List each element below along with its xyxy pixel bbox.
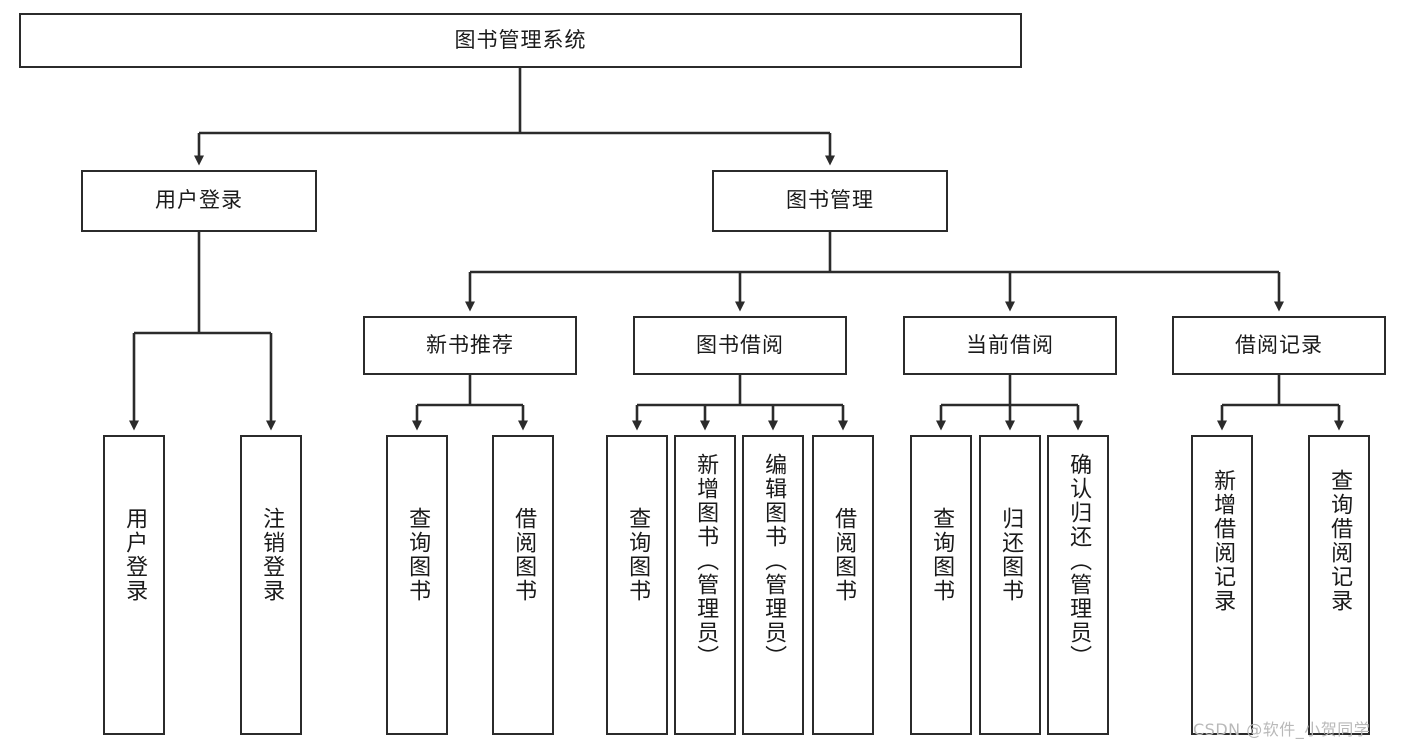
node-new-book-recommend-label: 新书推荐	[426, 332, 514, 357]
node-current-borrow[interactable]: 当前借阅	[903, 316, 1117, 375]
leaf-logout-login[interactable]: 注销登录	[240, 435, 302, 735]
leaf-user-login-label: 用户登录	[122, 507, 148, 603]
leaf-add-book[interactable]: 新增图书（管理员）	[674, 435, 736, 735]
node-root[interactable]: 图书管理系统	[19, 13, 1022, 68]
node-borrow-record-label: 借阅记录	[1235, 332, 1323, 357]
leaf-query-book-3-label: 查询图书	[929, 507, 955, 603]
leaf-user-login[interactable]: 用户登录	[103, 435, 165, 735]
leaf-add-record[interactable]: 新增借阅记录	[1191, 435, 1253, 735]
leaf-query-book-1-label: 查询图书	[405, 507, 431, 603]
leaf-borrow-book-1-label: 借阅图书	[511, 507, 537, 603]
csdn-watermark: CSDN @软件_小贺同学	[1193, 720, 1371, 739]
leaf-query-record[interactable]: 查询借阅记录	[1308, 435, 1370, 735]
leaf-logout-login-label: 注销登录	[259, 507, 285, 603]
node-book-manage[interactable]: 图书管理	[712, 170, 948, 232]
node-root-label: 图书管理系统	[454, 27, 587, 52]
node-new-book-recommend[interactable]: 新书推荐	[363, 316, 577, 375]
node-book-borrow[interactable]: 图书借阅	[633, 316, 847, 375]
node-borrow-record[interactable]: 借阅记录	[1172, 316, 1386, 375]
leaf-borrow-book-1[interactable]: 借阅图书	[492, 435, 554, 735]
node-current-borrow-label: 当前借阅	[966, 332, 1054, 357]
leaf-return-book-label: 归还图书	[998, 507, 1024, 603]
leaf-query-book-3[interactable]: 查询图书	[910, 435, 972, 735]
leaf-query-book-2[interactable]: 查询图书	[606, 435, 668, 735]
leaf-query-record-label: 查询借阅记录	[1327, 469, 1353, 613]
leaf-edit-book-label: 编辑图书（管理员）	[761, 453, 787, 669]
node-user-login[interactable]: 用户登录	[81, 170, 317, 232]
leaf-add-record-label: 新增借阅记录	[1210, 469, 1236, 613]
node-book-manage-label: 图书管理	[786, 188, 874, 213]
leaf-borrow-book-2-label: 借阅图书	[831, 507, 857, 603]
leaf-confirm-return-label: 确认归还（管理员）	[1066, 453, 1092, 669]
node-book-borrow-label: 图书借阅	[696, 332, 784, 357]
node-user-login-label: 用户登录	[155, 188, 243, 213]
leaf-query-book-2-label: 查询图书	[625, 507, 651, 603]
leaf-query-book-1[interactable]: 查询图书	[386, 435, 448, 735]
leaf-borrow-book-2[interactable]: 借阅图书	[812, 435, 874, 735]
leaf-add-book-label: 新增图书（管理员）	[693, 453, 719, 669]
leaf-edit-book[interactable]: 编辑图书（管理员）	[742, 435, 804, 735]
leaf-return-book[interactable]: 归还图书	[979, 435, 1041, 735]
leaf-confirm-return[interactable]: 确认归还（管理员）	[1047, 435, 1109, 735]
